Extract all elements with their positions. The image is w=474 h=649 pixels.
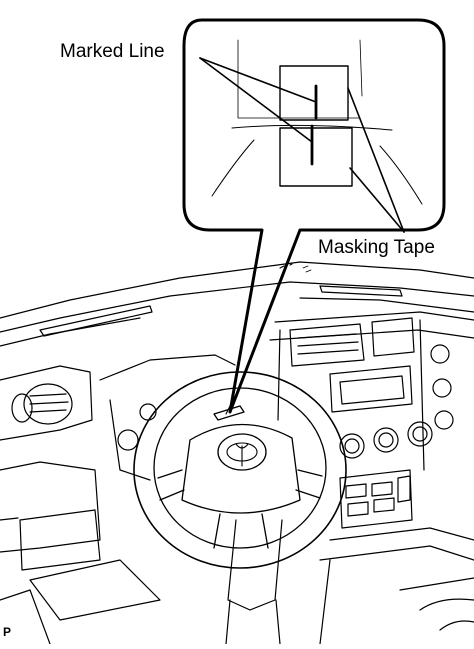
dashboard-drawing bbox=[0, 261, 474, 645]
leader-masking-tape-1 bbox=[347, 87, 405, 233]
inset-detail bbox=[211, 39, 423, 205]
leader-marked-line-1 bbox=[199, 57, 317, 103]
callout-bubble bbox=[182, 18, 446, 414]
masking-tape-upper bbox=[279, 65, 349, 121]
label-marked-line: Marked Line bbox=[60, 41, 165, 62]
masking-tape-lower bbox=[279, 127, 353, 187]
leader-lines bbox=[199, 57, 405, 233]
label-masking-tape: Masking Tape bbox=[318, 237, 435, 258]
steering-wheel bbox=[133, 371, 347, 569]
leader-marked-line-2 bbox=[199, 57, 313, 143]
corner-mark: P bbox=[3, 625, 12, 639]
leader-masking-tape-2 bbox=[349, 167, 405, 233]
